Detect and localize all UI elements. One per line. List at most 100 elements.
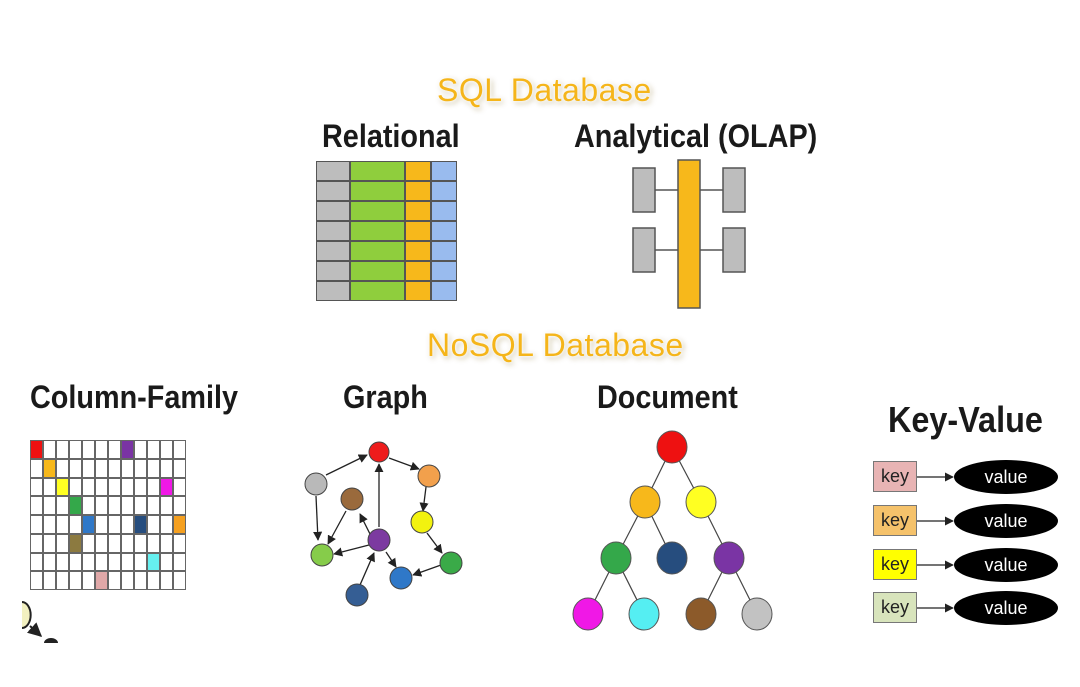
table-cell [431, 281, 457, 301]
column-family-cell [121, 496, 134, 515]
column-family-cell [134, 515, 147, 534]
table-cell [405, 201, 431, 221]
key-value-label: Key-Value [888, 399, 1043, 440]
graph-node [345, 583, 369, 607]
column-family-cell [30, 458, 43, 478]
column-family-cell [82, 458, 95, 478]
column-family-cell [95, 458, 108, 478]
key-value-arrows [917, 472, 954, 613]
kv-value-oval: value [954, 504, 1058, 538]
table-cell [431, 181, 457, 201]
column-family-cell [160, 458, 173, 478]
column-family-cell [173, 533, 186, 553]
table-cell [405, 181, 431, 201]
table-cell [350, 221, 405, 241]
table-cell [316, 161, 350, 181]
document-node [685, 485, 717, 519]
document-node [628, 597, 660, 631]
column-family-cell [173, 552, 186, 572]
document-node [656, 430, 688, 464]
kv-key-box: key [873, 549, 917, 580]
column-family-cell [95, 477, 108, 497]
column-family-cell [147, 571, 160, 590]
column-family-cell [56, 571, 69, 590]
column-family-cell [173, 477, 186, 497]
column-family-label: Column-Family [30, 379, 239, 415]
column-family-cell [134, 477, 147, 497]
column-family-cell [147, 440, 160, 459]
column-family-cell [160, 496, 173, 515]
column-family-cell [95, 515, 108, 534]
column-family-cell [43, 496, 56, 515]
relational-label: Relational [322, 118, 460, 154]
table-cell [350, 281, 405, 301]
column-family-cell [43, 458, 56, 478]
column-family-cell [56, 533, 69, 553]
column-family-cell [121, 440, 134, 459]
table-cell [431, 241, 457, 261]
column-family-cell [82, 515, 95, 534]
graph-node [304, 472, 328, 496]
kv-key-box: key [873, 505, 917, 536]
column-family-cell [160, 552, 173, 572]
column-family-cell [173, 515, 186, 534]
column-family-cell [173, 571, 186, 590]
column-family-cell [95, 440, 108, 459]
column-family-cell [108, 496, 121, 515]
column-family-cell [82, 552, 95, 572]
column-family-cell [108, 477, 121, 497]
column-family-cell [82, 571, 95, 590]
column-family-cell [134, 533, 147, 553]
column-family-cell [43, 477, 56, 497]
table-cell [431, 221, 457, 241]
table-cell [405, 241, 431, 261]
column-family-cell [56, 458, 69, 478]
column-family-cell [121, 552, 134, 572]
document-node [629, 485, 661, 519]
table-cell [405, 261, 431, 281]
graph-node [439, 551, 463, 575]
column-family-cell [121, 571, 134, 590]
column-family-cell [30, 533, 43, 553]
column-family-cell [30, 571, 43, 590]
column-family-cell [69, 477, 82, 497]
column-family-cell [43, 440, 56, 459]
column-family-cell [43, 533, 56, 553]
column-family-cell [82, 496, 95, 515]
table-cell [405, 221, 431, 241]
column-family-cell [147, 533, 160, 553]
table-cell [431, 261, 457, 281]
table-cell [316, 201, 350, 221]
column-family-cell [82, 440, 95, 459]
table-cell [350, 241, 405, 261]
column-family-cell [173, 496, 186, 515]
table-cell [431, 161, 457, 181]
column-family-cell [30, 440, 43, 459]
document-node [713, 541, 745, 575]
column-family-cell [108, 515, 121, 534]
column-family-cell [43, 571, 56, 590]
nosql-database-title: NoSQL Database [427, 327, 684, 363]
column-family-cell [134, 496, 147, 515]
column-family-cell [69, 533, 82, 553]
column-family-cell [173, 458, 186, 478]
table-cell [350, 181, 405, 201]
column-family-cell [121, 515, 134, 534]
column-family-cell [56, 496, 69, 515]
column-family-cell [108, 458, 121, 478]
column-family-cell [134, 571, 147, 590]
table-cell [316, 181, 350, 201]
table-cell [431, 201, 457, 221]
table-cell [316, 241, 350, 261]
kv-value-oval: value [954, 548, 1058, 582]
kv-value-oval: value [954, 460, 1058, 494]
graph-node [310, 543, 334, 567]
table-cell [350, 201, 405, 221]
column-family-cell [30, 515, 43, 534]
column-family-cell [108, 571, 121, 590]
cropped-graph-fragment [21, 601, 58, 643]
graph-node [417, 464, 441, 488]
column-family-cell [82, 477, 95, 497]
kv-value-oval: value [954, 591, 1058, 625]
column-family-cell [160, 571, 173, 590]
